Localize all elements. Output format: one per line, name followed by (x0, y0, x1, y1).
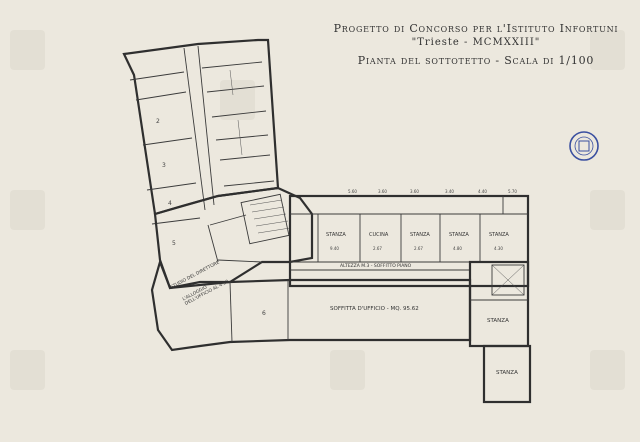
room-label-stanza-south: STANZA (496, 370, 518, 376)
dim-1: 5.60 (348, 189, 357, 194)
room-label-stanza-3: STANZA (449, 232, 469, 238)
room-label-stanza-east: STANZA (487, 318, 509, 324)
dim-2: 3.60 (378, 189, 387, 194)
south-wing (150, 258, 532, 404)
title-block: Progetto di Concorso per l'Istituto Info… (326, 22, 626, 67)
room-label-stanza-4: STANZA (489, 232, 509, 238)
room-label-cucina: CUCINA (369, 232, 389, 238)
size-4: 4.80 (453, 246, 462, 251)
dim-3: 3.60 (410, 189, 419, 194)
size-3: 2.67 (414, 246, 423, 251)
stamp (569, 131, 599, 161)
wing-number-5: 5 (172, 240, 176, 247)
wing-number-2: 2 (156, 118, 160, 125)
dim-6: 5.70 (508, 189, 517, 194)
watermark-pattern (10, 30, 625, 390)
title-line-1: Progetto di Concorso per l'Istituto Info… (333, 22, 619, 35)
size-5: 4.30 (494, 246, 503, 251)
title-line-3: Pianta del sottotetto - Scala di 1/100 (357, 54, 595, 67)
size-1: 9.40 (330, 246, 339, 251)
room-label-stanza-2: STANZA (410, 232, 430, 238)
dim-4: 3.40 (445, 189, 454, 194)
wing-number-4: 4 (168, 200, 172, 207)
wing-number-6: 6 (262, 310, 266, 317)
label-altezza: ALTEZZA M.3 - SOFFITTO PIANO (340, 264, 412, 269)
room-label-soffitta: SOFFITTA D'UFFICIO - MQ. 95.62 (330, 306, 419, 312)
dim-5: 4.40 (478, 189, 487, 194)
size-2: 2.67 (373, 246, 382, 251)
room-label-stanza-1: STANZA (326, 232, 346, 238)
building-outline (122, 38, 280, 225)
wing-number-3: 3 (162, 162, 166, 169)
title-line-2: "Trieste - MCMXXIII" (411, 37, 541, 48)
